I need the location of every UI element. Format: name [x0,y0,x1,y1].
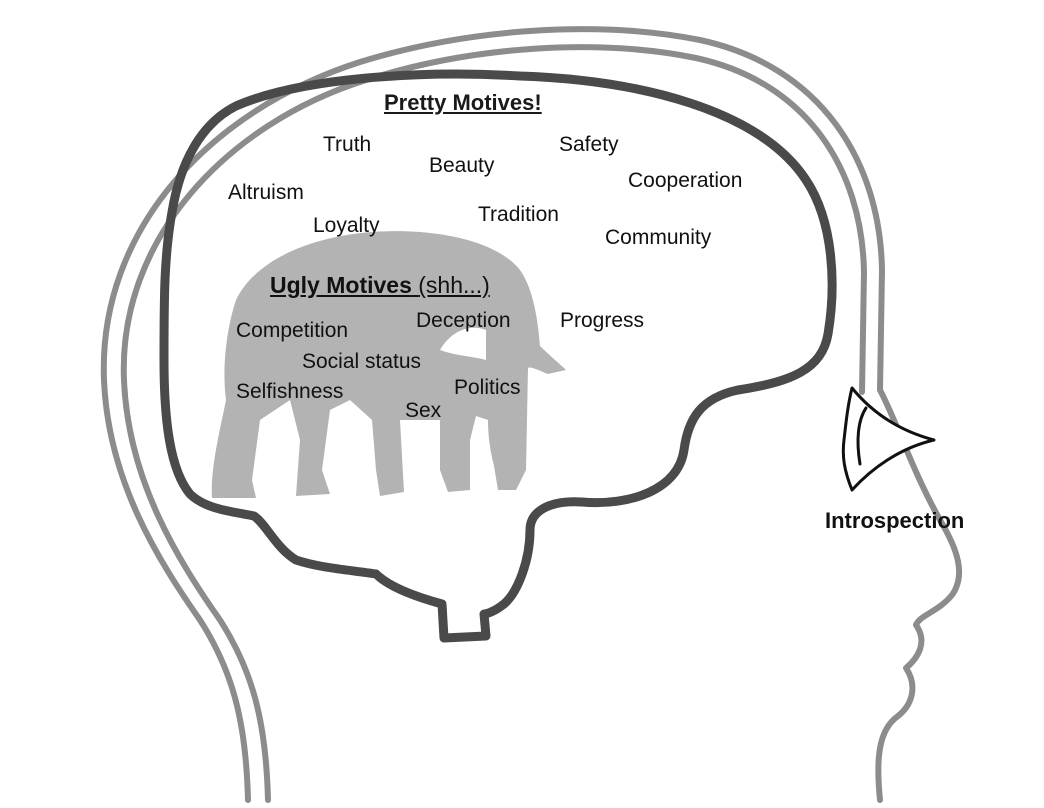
word-deception: Deception [416,309,511,332]
word-cooperation: Cooperation [628,169,743,192]
head-outline-outer [100,26,963,803]
word-loyalty: Loyalty [313,214,380,237]
eye-icon [841,386,936,492]
word-progress: Progress [560,309,645,332]
word-social-status: Social status [302,350,422,373]
elephant-silhouette [211,231,566,498]
head-outline-inner [120,44,867,803]
word-selfishness: Selfishness [236,380,344,403]
brain-outline [159,69,837,643]
introspection-label: Introspection [825,508,965,533]
pretty-motives-heading: Pretty Motives! [384,90,542,115]
word-truth: Truth [323,133,372,156]
word-competition: Competition [236,319,349,342]
word-community: Community [605,226,712,249]
head-outline [100,26,963,803]
word-sex: Sex [405,399,442,422]
word-politics: Politics [454,376,521,399]
word-tradition: Tradition [478,203,559,226]
ugly-motives-heading-bold: Ugly Motives [270,272,412,298]
ugly-motives-heading-paren: (shh...) [418,272,490,298]
word-beauty: Beauty [429,154,495,177]
word-safety: Safety [559,133,619,156]
word-altruism: Altruism [228,181,304,204]
ugly-motives-heading: Ugly Motives (shh...) [270,274,490,297]
